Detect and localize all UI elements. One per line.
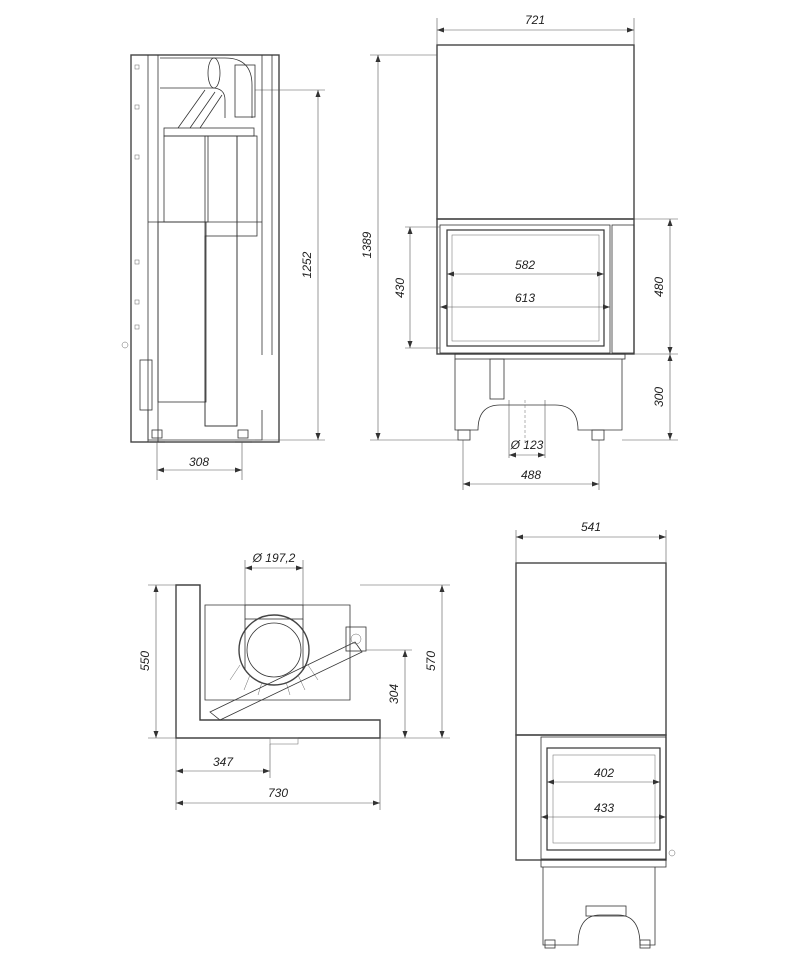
dim-197: Ø 197,2 (252, 551, 296, 565)
dim-402: 402 (594, 766, 614, 780)
dim-480: 480 (652, 277, 666, 297)
dim-613: 613 (515, 291, 535, 305)
dim-582: 582 (515, 258, 535, 272)
plan-view: Ø 197,2 550 570 304 347 730 (138, 551, 450, 810)
dim-1252: 1252 (300, 251, 314, 278)
side-elevation-view: 541 402 433 (515, 520, 676, 949)
dim-flue-123: Ø 123 (510, 438, 544, 452)
dim-430: 430 (393, 278, 407, 298)
dim-433: 433 (594, 801, 614, 815)
dim-347: 347 (213, 755, 234, 769)
dim-304: 304 (387, 684, 401, 704)
dim-730: 730 (268, 786, 288, 800)
dim-721: 721 (525, 13, 545, 27)
dim-541: 541 (581, 520, 601, 534)
side-section-view: 1252 308 (121, 54, 325, 480)
dim-1389: 1389 (360, 231, 374, 258)
dim-308: 308 (189, 455, 209, 469)
front-view: 721 1389 430 582 613 480 300 Ø 123 (360, 13, 678, 490)
dim-570: 570 (424, 651, 438, 671)
dim-550: 550 (138, 651, 152, 671)
dim-488: 488 (521, 468, 541, 482)
bolt-marks (121, 64, 140, 349)
dim-300: 300 (652, 387, 666, 407)
